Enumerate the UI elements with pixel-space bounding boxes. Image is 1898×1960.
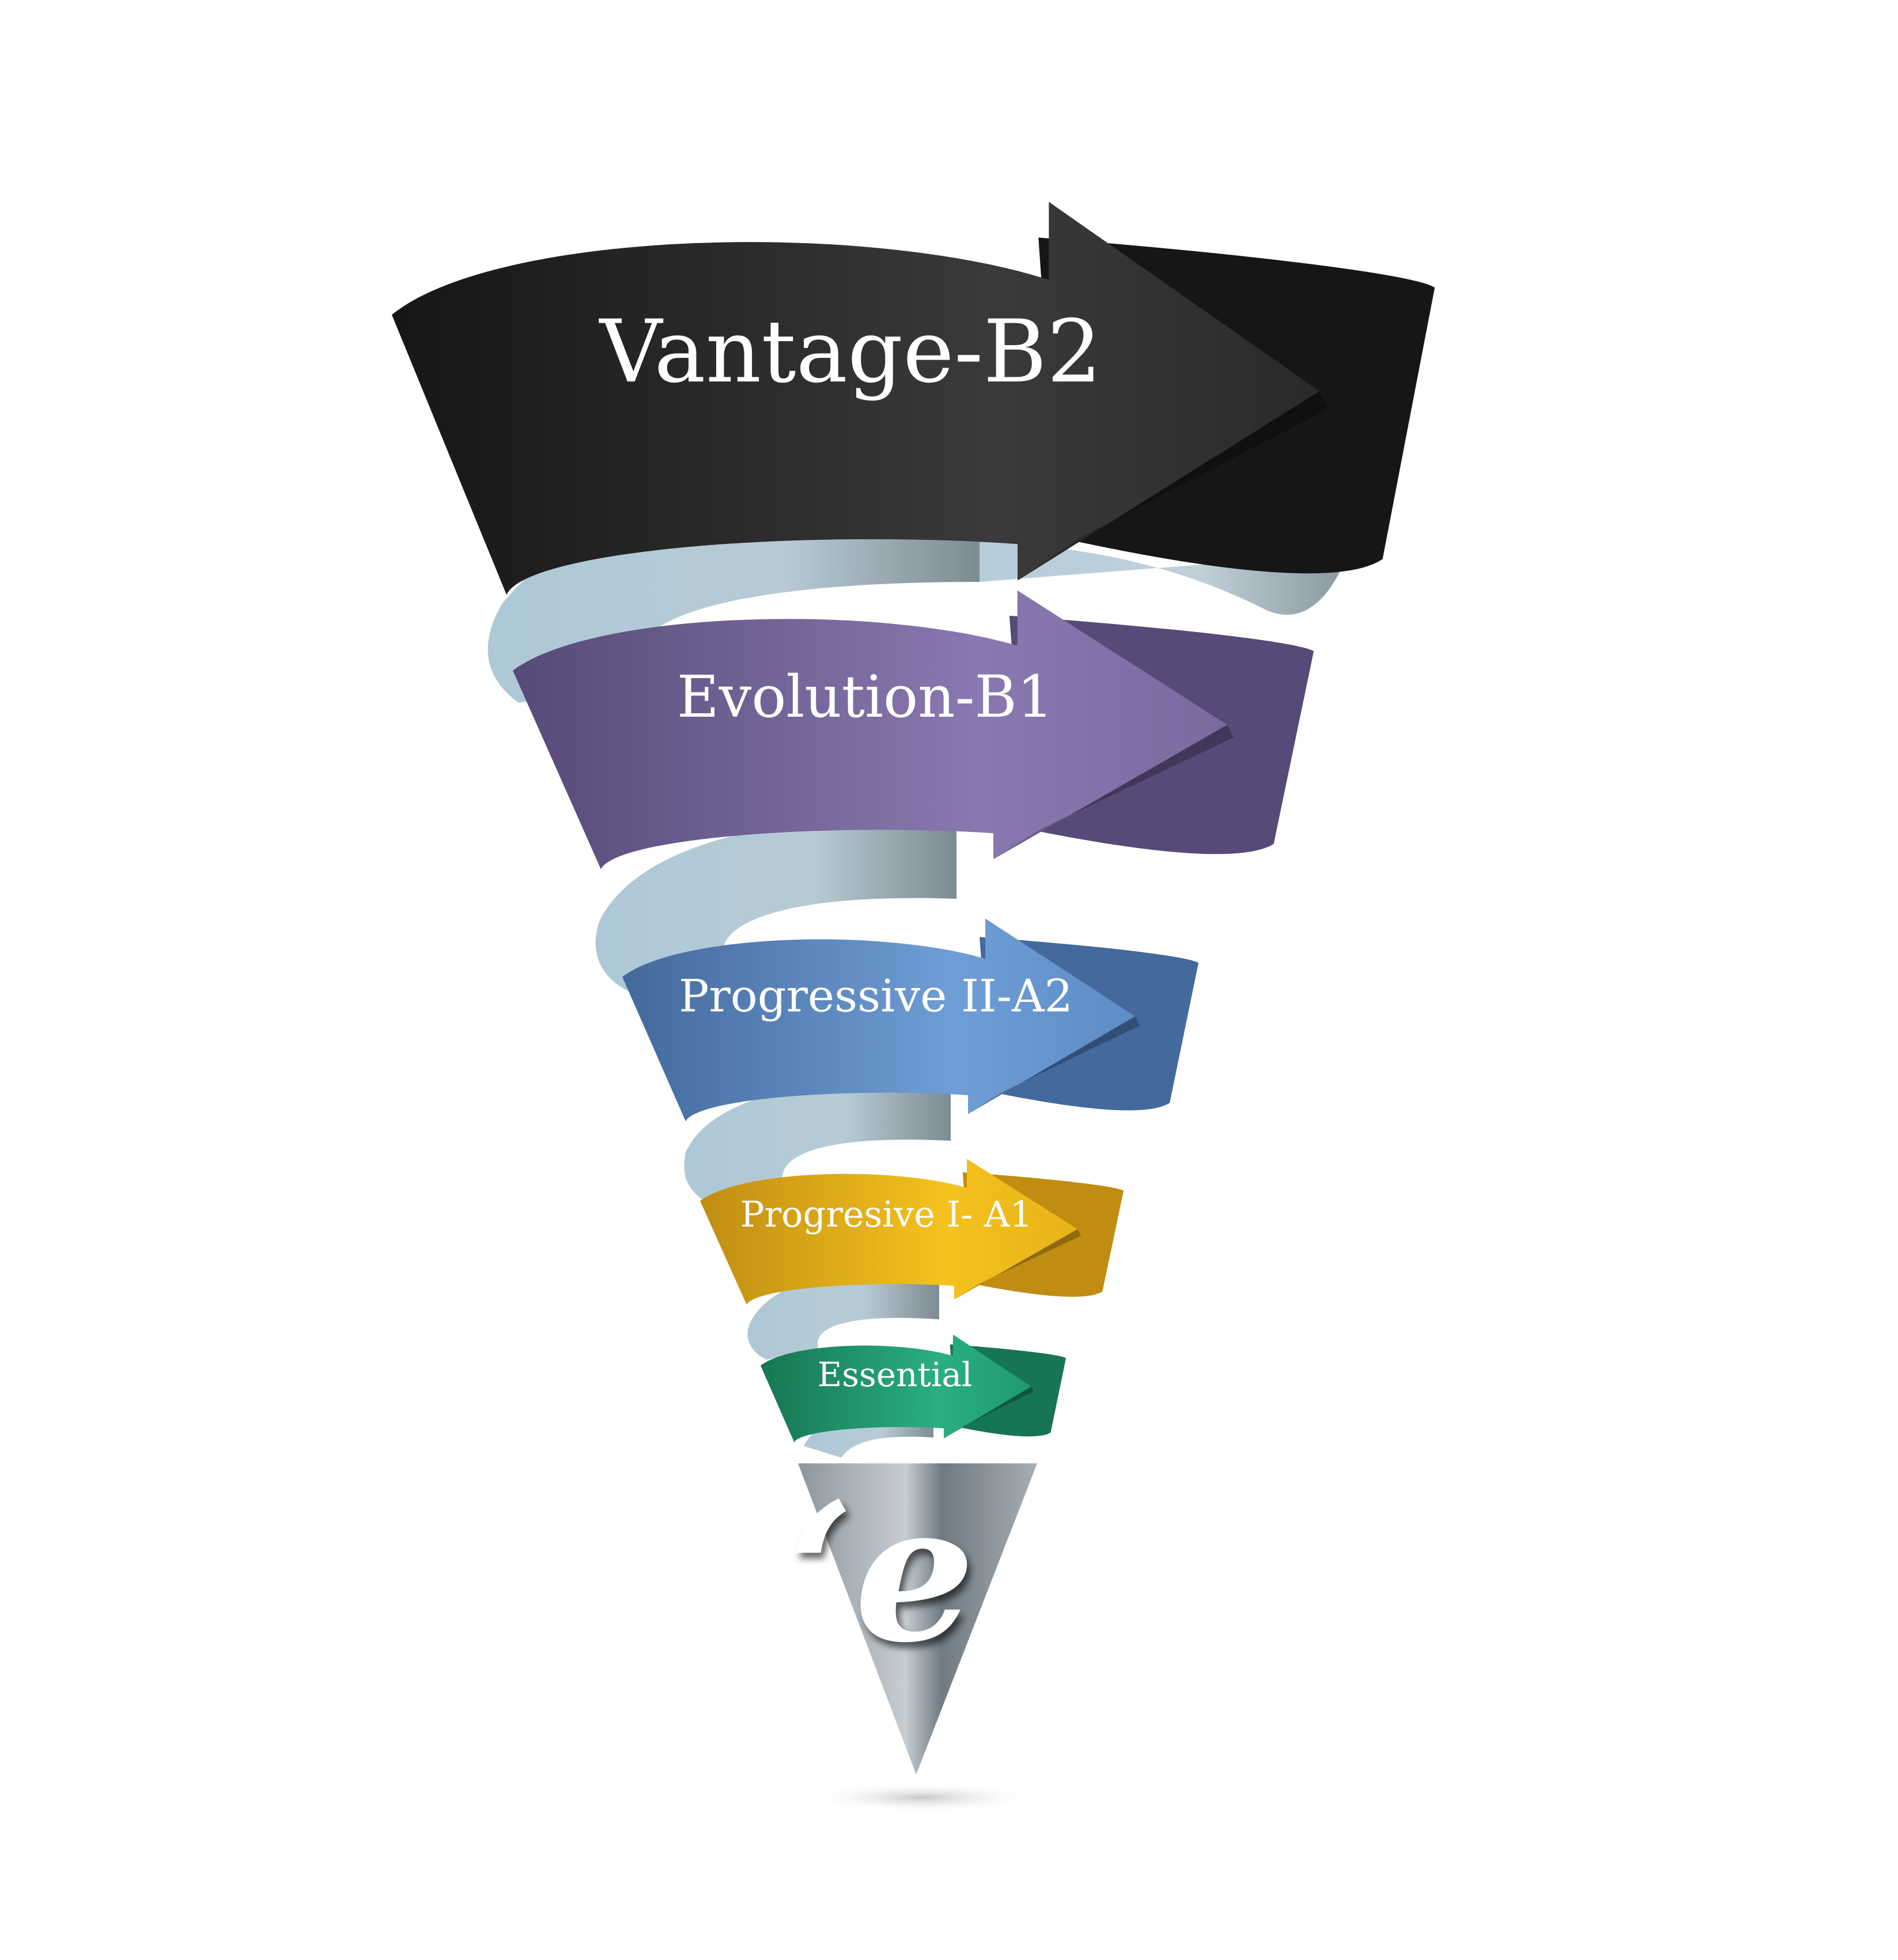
level-label: Progresive I- A1 bbox=[740, 1193, 1033, 1235]
arrow-head-shadow bbox=[968, 1016, 1140, 1114]
level-band-2: Evolution-B1 bbox=[513, 590, 1314, 869]
level-band-body bbox=[761, 1334, 1031, 1443]
level-label: Vantage-B2 bbox=[599, 302, 1102, 402]
ground-shadow bbox=[807, 1783, 1037, 1813]
level-band-4: Progresive I- A1 bbox=[700, 1159, 1124, 1305]
level-band-body bbox=[622, 918, 1135, 1122]
level-band-1: Vantage-B2 bbox=[392, 202, 1435, 595]
level-label: Essential bbox=[818, 1355, 973, 1394]
arrow-head-shadow bbox=[1018, 391, 1328, 581]
level-label: Progressive II-A2 bbox=[679, 971, 1073, 1023]
level-band-3: Progressive II-A2 bbox=[622, 918, 1198, 1122]
level-label: Evolution-B1 bbox=[677, 663, 1054, 731]
cone-tip bbox=[798, 1463, 1037, 1774]
level-band-body bbox=[513, 590, 1227, 869]
level-band-body bbox=[392, 202, 1319, 595]
brand-logo: ‘e bbox=[788, 1461, 976, 1685]
arrow-head-shadow bbox=[954, 1229, 1081, 1300]
level-band-5: Essential bbox=[761, 1334, 1066, 1443]
level-band-body bbox=[700, 1159, 1077, 1305]
arrow-head-shadow bbox=[993, 725, 1234, 860]
arrow-head-shadow bbox=[944, 1386, 1034, 1439]
